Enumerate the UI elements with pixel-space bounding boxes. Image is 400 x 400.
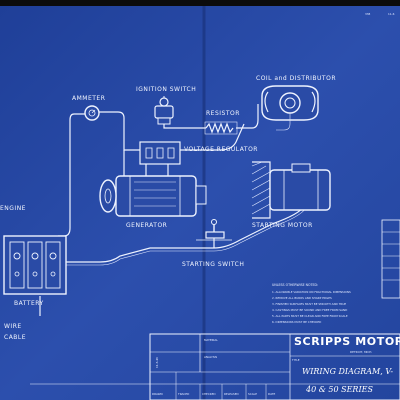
analysis-label: ANALYSIS	[204, 355, 217, 359]
engine-label: ENGINE	[0, 205, 26, 212]
footer-label: DATE	[268, 392, 276, 396]
drawing-series: 40 & 50 SERIES	[305, 385, 373, 394]
ammeter-label: AMMETER	[72, 95, 105, 102]
notes-heading: UNLESS OTHERWISE NOTED:	[272, 283, 318, 287]
footer-label: CHECKED	[202, 392, 216, 396]
note-item: 4. CASTINGS MUST BE SOUND AND FREE FROM …	[272, 308, 347, 312]
note-item: 3. FINISHED SURFACES MUST BE SMOOTH AND …	[272, 302, 346, 306]
cable-label: CABLE	[4, 334, 26, 341]
ammeter	[84, 105, 100, 121]
sheet-code: 338	[365, 12, 371, 16]
notes-block: UNLESS OTHERWISE NOTED: 1. ALLOWABLE VAR…	[272, 283, 351, 324]
revision-table	[381, 219, 400, 299]
title-block	[30, 333, 400, 400]
note-item: 5. ALL PARTS MUST BE CLEAN AND FREE FROM…	[272, 314, 348, 318]
generator-label: GENERATOR	[126, 222, 167, 229]
battery	[3, 235, 67, 295]
drawing-title: WIRING DIAGRAM, V-	[302, 367, 393, 376]
ignition-switch-label: IGNITION SWITCH	[136, 86, 196, 93]
material-label: MATERIAL	[204, 338, 218, 342]
starting-switch-label: STARTING SWITCH	[182, 261, 244, 268]
starting-motor	[251, 161, 331, 219]
wires	[6, 104, 307, 316]
footer-label: RELEASED	[224, 392, 239, 396]
wire-label: WIRE	[4, 323, 22, 330]
coil-and-distributor	[261, 85, 319, 131]
coil-distributor-label: COIL and DISTRIBUTOR	[256, 75, 336, 82]
generator	[99, 175, 207, 217]
resistor-label: RESISTOR	[206, 110, 240, 117]
date-handwritten: 11-6-46	[155, 357, 159, 368]
note-item: 1. ALLOWABLE VARIATION ON FRACTIONAL DIM…	[272, 290, 351, 294]
company-city: DETROIT, MICH.	[350, 350, 372, 354]
footer-label: SCALE	[248, 392, 257, 396]
starting-motor-label: STARTING MOTOR	[252, 222, 313, 229]
ignition-switch	[154, 96, 174, 125]
voltage-regulator-label: VOLTAGE REGULATOR	[184, 146, 258, 153]
company-name: SCRIPPS MOTOR	[294, 335, 400, 348]
voltage-regulator	[139, 141, 181, 165]
note-item: 6. DIMENSIONS MUST BE CHECKED	[272, 320, 321, 324]
battery-label: BATTERY	[14, 300, 44, 307]
footer-label: DRAWN	[152, 392, 163, 396]
footer-label: TRACED	[177, 392, 189, 396]
sheet-code-right: 11-6	[388, 12, 395, 16]
resistor	[204, 121, 238, 135]
note-item: 2. REMOVE ALL BURRS AND SHARP EDGES	[272, 296, 332, 300]
title-label: TITLE	[291, 358, 300, 362]
starting-switch	[196, 219, 232, 241]
